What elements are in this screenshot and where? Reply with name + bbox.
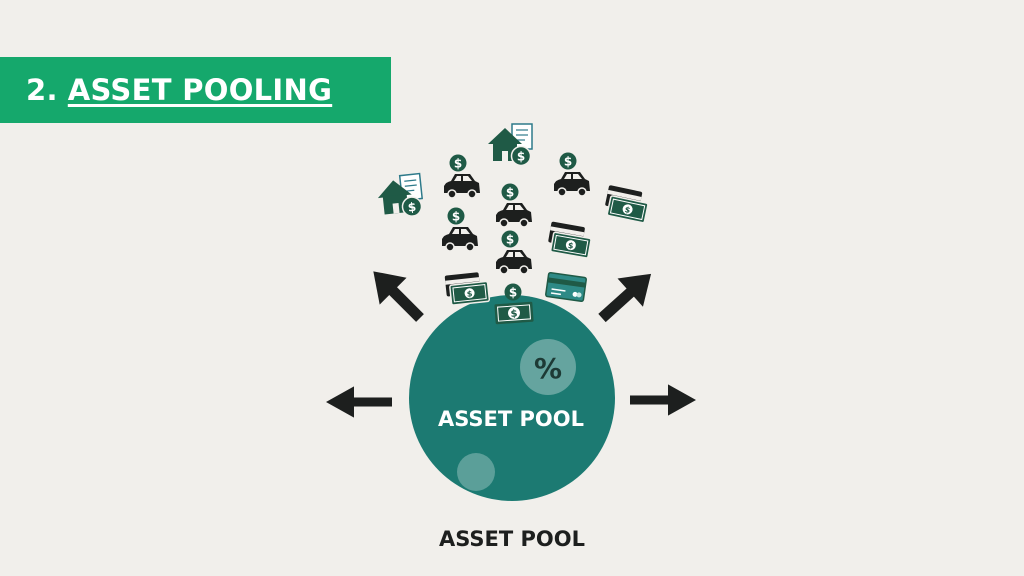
pool-bubble [457, 453, 495, 491]
card-cash-icon [602, 184, 652, 224]
car-icon [554, 153, 590, 197]
section-title: ASSET POOLING [67, 72, 333, 107]
asset-pool-circle [409, 295, 615, 501]
pool-caption: ASSET POOL [439, 527, 585, 551]
car-icon [496, 184, 532, 228]
pool-label: ASSET POOL [438, 407, 584, 431]
house-icon [375, 172, 425, 221]
arrow-right [630, 384, 696, 416]
arrow-left [326, 386, 392, 418]
car-icon [496, 231, 532, 275]
percent-symbol: % [534, 352, 562, 385]
car-icon [442, 208, 478, 252]
section-number: 2. [26, 72, 58, 107]
arrow-up-right [589, 259, 664, 333]
car-icon [444, 155, 480, 199]
house-icon [487, 123, 533, 167]
card-cash-icon [443, 270, 491, 307]
cash-icon [493, 301, 535, 325]
title-banner: 2. ASSET POOLING [0, 57, 391, 123]
card-cash-icon [545, 220, 594, 260]
dollar-coin-icon [504, 283, 522, 301]
percent-badge [520, 339, 576, 395]
credit-card-icon [544, 271, 588, 303]
arrow-up-left [359, 257, 434, 332]
